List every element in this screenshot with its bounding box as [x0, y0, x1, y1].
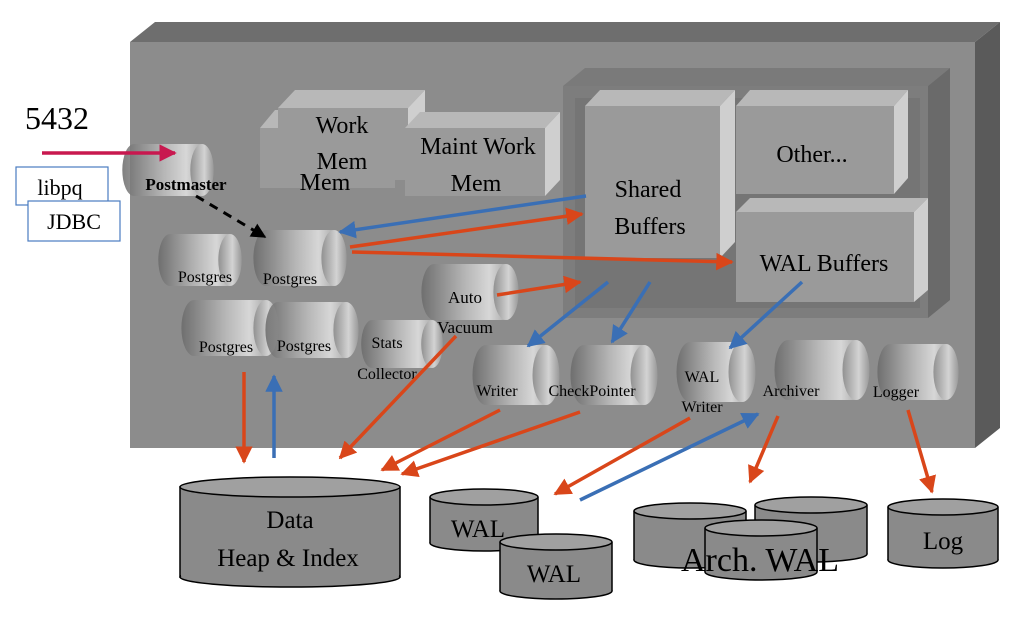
log-label: Log [923, 528, 964, 555]
shared-buffers-to-postgres-arrow [338, 194, 587, 239]
maint-work-mem-label-2: Mem [451, 171, 502, 197]
postgres-cylinder-1 [158, 234, 242, 286]
wal-cylinder-2: WAL [499, 533, 613, 600]
archiver-label: Archiver [763, 383, 821, 400]
work-mem-back-label: Mem [300, 170, 351, 196]
wal-writer-cylinder [676, 342, 756, 402]
archiver-to-arch-wal-arrow [748, 415, 780, 484]
logger-label: Logger [873, 384, 920, 401]
arch-wal-cylinder-3 [704, 519, 818, 581]
postgres-label-4: Postgres [277, 338, 331, 355]
postgres-label-2: Postgres [263, 271, 317, 288]
wal-writer-label-1: WAL [685, 369, 720, 386]
checkpointer-to-data-arrow [400, 410, 581, 478]
writer-cylinder [472, 345, 560, 405]
postmaster-cylinder [122, 144, 214, 196]
checkpointer-cylinder [570, 345, 658, 405]
checkpointer-label: CheckPointer [548, 383, 636, 400]
jdbc-box: JDBC [27, 200, 121, 242]
postgres-label-1: Postgres [178, 269, 232, 286]
postgres-cylinder-2 [253, 230, 347, 286]
postgres-to-shared-buffers-arrow [349, 207, 584, 249]
archiver-cylinder [774, 340, 870, 400]
libpq-label: libpq [37, 175, 82, 200]
postgres-cylinder-4 [265, 302, 359, 359]
log-cylinder: Log [887, 498, 999, 569]
process-cylinders [122, 144, 959, 405]
port-label: 5432 [25, 100, 89, 136]
work-mem-label-2: Mem [317, 149, 368, 175]
writer-to-data-arrow [380, 408, 501, 472]
data-label-1: Data [266, 507, 313, 534]
wal-writer-to-wal-arrow [553, 416, 691, 496]
autovacuum-to-data-arrow [338, 334, 458, 460]
other-memory-box: Other... [736, 90, 908, 194]
libpq-box: libpq [15, 166, 109, 206]
autovacuum-label-2: Vacuum [437, 318, 493, 337]
postmaster-fork-arrow [195, 194, 267, 239]
maint-work-mem-box: Maint Work Mem [405, 112, 560, 197]
writer-label: Writer [476, 383, 518, 400]
autovacuum-label-1: Auto [448, 288, 482, 307]
data-heap-index-cylinder: Data Heap & Index [179, 476, 401, 588]
buffers-to-checkpointer-arrow [610, 281, 652, 344]
wal-buffers-label: WAL Buffers [760, 251, 889, 277]
work-mem-label-1: Work [316, 113, 369, 139]
other-memory-label: Other... [776, 142, 847, 168]
maint-work-mem-label-1: Maint Work [420, 134, 536, 160]
postgres-label-3: Postgres [199, 339, 253, 356]
wal-buffers-to-wal-writer-arrow [728, 280, 804, 350]
arch-wal-label: Arch. WAL [681, 542, 839, 579]
shared-buffers-label-2: Buffers [614, 214, 686, 240]
data-label-2: Heap & Index [217, 545, 359, 572]
wal-label-1: WAL [451, 516, 505, 543]
postmaster-label: Postmaster [145, 175, 227, 194]
logger-cylinder [877, 344, 959, 400]
shared-buffers-box: Shared Buffers [585, 90, 735, 258]
stats-collector-label-1: Stats [371, 335, 402, 352]
wal-writer-label-2: Writer [681, 399, 723, 416]
autovacuum-to-shared-buffers-arrow [496, 275, 582, 297]
wal-label-2: WAL [527, 561, 581, 588]
stats-collector-label-2: Collector [357, 366, 417, 383]
logger-to-log-arrow [906, 409, 936, 494]
buffers-to-writer-arrow [526, 280, 610, 348]
postgres-to-wal-buffers-arrow [351, 250, 734, 271]
work-mem-box: Work Mem Mem [260, 90, 425, 196]
jdbc-label: JDBC [47, 209, 101, 234]
shared-buffers-label-1: Shared [615, 177, 682, 203]
autovacuum-cylinder [421, 264, 519, 320]
arrows [42, 144, 936, 502]
wal-buffers-box: WAL Buffers [736, 198, 928, 302]
wal-to-archiver-arrow [579, 412, 760, 502]
process-labels: Postmaster Postgres Postgres Postgres Po… [145, 175, 919, 416]
